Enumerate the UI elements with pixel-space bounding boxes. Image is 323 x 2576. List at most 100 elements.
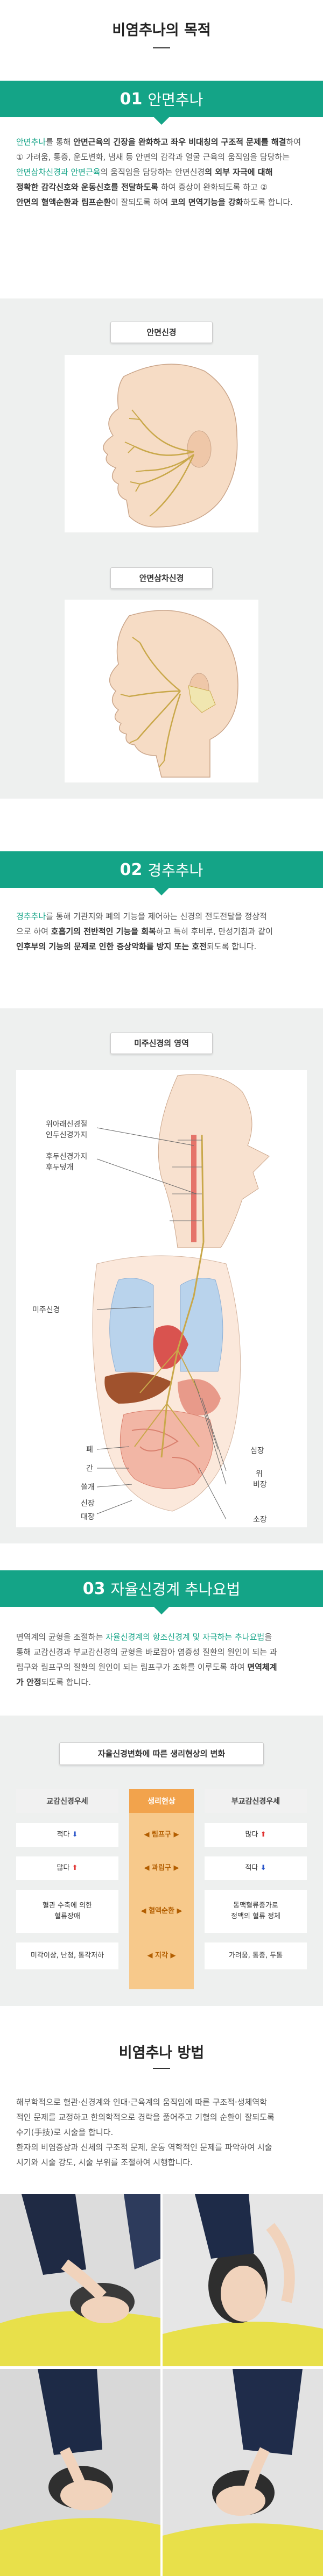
bold-text: 정확한 감각신호와 운동신호를 전달하도록	[16, 182, 159, 192]
text: 되도록 합니다.	[41, 1677, 91, 1687]
row-perception-right: 가려움, 통증, 두통	[205, 1942, 307, 1969]
section-number: 01	[120, 89, 143, 109]
text: 면역계의 균형을 조절하는	[16, 1632, 106, 1642]
header-parasympathetic: 부교감신경우세	[205, 1789, 307, 1813]
bold-text: 의 외부 자극에 대해	[205, 167, 273, 177]
bold-text: 면역체계	[247, 1662, 277, 1672]
text: 하여 증상이 완화되도록 하고 ②	[158, 182, 268, 192]
vagus-nerve-diagram: 위아래신경절 인두신경가지 후두신경가지 후두덮개 미주신경 폐 간 쓸개 신장…	[16, 1070, 307, 1527]
arrow-left-icon: ◀	[147, 1952, 153, 1960]
vagus-illustration	[92, 1074, 270, 1520]
arrow-left-icon: ◀	[141, 1907, 146, 1915]
row-granulocyte-right: 적다 ⬇	[205, 1856, 307, 1880]
row-granulocyte-mid: ◀ 과립구 ▶	[129, 1856, 194, 1880]
text: 을	[264, 1632, 272, 1642]
text: 해부학적으로 혈관·신경계와 인대·근육계의 움직임에 따른 구조적·생체역학	[16, 2097, 267, 2107]
section-arrow	[154, 1607, 169, 1614]
physiology-column-bg	[129, 1789, 194, 1989]
text: 이 잘되도록 하여	[111, 197, 171, 207]
highlight-text: 자율신경계의 항조신경계 및 자극하는 추나요법	[106, 1632, 265, 1642]
section1-description: 안면추나를 통해 안면근육의 긴장을 완화하고 좌우 비대칭의 구조적 문제를 …	[16, 134, 307, 210]
title-underline	[153, 47, 170, 48]
arrow-right-icon: ▶	[173, 1864, 179, 1872]
text: 적인 문제를 교정하고 한의학적으로 경락을 풀어주고 기혈의 순환이 잘되도록	[16, 2112, 275, 2122]
vagus-diagram-band: 미주신경의 영역	[0, 1008, 323, 1543]
row-circulation-mid: ◀ 혈액순환 ▶	[129, 1890, 194, 1933]
arrow-up-icon: ⬆	[72, 1864, 78, 1872]
label-vagus-nerve: 미주신경	[32, 1306, 60, 1314]
text: 를 통해 기관지와 폐의 기능을 제어하는 신경의 전도전달을 정상적	[46, 912, 267, 921]
section-title: 경추추나	[148, 862, 203, 879]
treatment-photo-3-image	[0, 2369, 160, 2576]
section4-description: 해부학적으로 혈관·신경계와 인대·근육계의 움직임에 따른 구조적·생체역학 …	[16, 2095, 307, 2170]
arrow-left-icon: ◀	[144, 1864, 150, 1872]
cell-text: 적다	[245, 1864, 258, 1872]
vagus-area-label: 미주신경의 영역	[110, 1033, 213, 1054]
autonomic-change-label: 자율신경변화에 따른 생리현상의 변화	[59, 1742, 264, 1765]
facial-nerve-label: 안면신경	[110, 322, 213, 343]
treatment-photo-3	[0, 2369, 160, 2576]
highlight-text: 경추추나	[16, 912, 46, 921]
row-circulation-left: 혈관 수축에 의한 혈류장애	[16, 1890, 118, 1933]
arrow-down-icon: ⬇	[72, 1831, 78, 1839]
header-physiology: 생리현상	[129, 1789, 194, 1813]
arrow-down-icon: ⬇	[260, 1864, 266, 1872]
label-liver: 간	[86, 1464, 93, 1473]
text: 시기와 시술 강도, 시술 부위를 조절하여 시행합니다.	[16, 2158, 193, 2167]
highlight-text: 안면추나	[16, 137, 46, 147]
section-arrow	[154, 888, 169, 895]
cell-text: 지각	[155, 1952, 168, 1960]
text: 립구와 림프구의 질환의 원인이 되는 림프구가 조화를 이루도록 하여	[16, 1662, 248, 1672]
row-lymphocyte-right: 많다 ⬆	[205, 1823, 307, 1847]
row-perception-mid: ◀ 지각 ▶	[129, 1942, 194, 1969]
section-header-autonomic-chuna: 03 자율신경계 추나요법	[0, 1570, 323, 1614]
text: 환자의 비염증상과 신체의 구조적 문제, 운동 역학적인 문제를 파악하여 시…	[16, 2143, 272, 2152]
page-title: 비염추나의 목적	[112, 22, 211, 39]
text: 으로 하여	[16, 927, 51, 936]
label-pharyngeal-branch: 인두신경가지	[46, 1131, 88, 1140]
label-laryngeal-branch: 후두신경가지	[46, 1152, 88, 1161]
section2-description: 경추추나를 통해 기관지와 폐의 기능을 제어하는 신경의 전도전달을 정상적 …	[16, 909, 307, 954]
header-sympathetic: 교감신경우세	[16, 1789, 118, 1813]
label-epiglottis: 후두덮개	[46, 1163, 74, 1172]
text: 통해 교감신경과 부교감신경의 균형을 바로잡아 염증성 질환의 원인이 되는 …	[16, 1647, 277, 1657]
row-lymphocyte-mid: ◀ 림프구 ▶	[129, 1823, 194, 1847]
text: 하도록 합니다.	[243, 197, 293, 207]
method-title-underline	[153, 2068, 170, 2069]
text: 하고 특히 후비루, 만성기침과 같이	[156, 927, 273, 936]
cell-text: 과립구	[152, 1864, 171, 1872]
text: 의 움직임을 담당하는 안면신경	[100, 167, 205, 177]
arrow-up-icon: ⬆	[260, 1831, 266, 1839]
label-pharynx-ganglion: 위아래신경절	[46, 1120, 88, 1129]
row-circulation-right: 동맥혈류증가로 정맥의 혈류 정체	[205, 1890, 307, 1933]
cell-text: 많다	[57, 1864, 70, 1872]
bold-text: 호흡기의 전반적인 기능을 회복	[51, 927, 156, 936]
facial-nerve-diagram	[65, 355, 258, 532]
bold-text: 인후부의 기능의 문제로 인한 증상악화를 방지 또는 호전	[16, 942, 207, 951]
arrow-left-icon: ◀	[144, 1831, 150, 1839]
text: ① 가려움, 통증, 운도변화, 냄새 등 안면의 감각과 얼굴 근육의 움직임…	[16, 152, 290, 162]
section-header-cervical-chuna: 02 경추추나	[0, 851, 323, 895]
section-number: 02	[120, 860, 143, 879]
label-heart: 심장	[250, 1447, 264, 1455]
label-stomach: 위	[256, 1470, 263, 1478]
row-perception-left: 미각이상, 난청, 통각저하	[16, 1942, 118, 1969]
treatment-photo-1-image	[0, 2194, 160, 2366]
bold-text: 안면근육의 긴장을 완화하고 좌우 비대칭의 구조적 문제를 해결	[73, 137, 286, 147]
section-title: 안면추나	[148, 91, 203, 109]
label-small-intestine: 소장	[253, 1515, 267, 1524]
text: 수기(手技)로 시술을 합니다.	[16, 2127, 114, 2137]
arrow-right-icon: ▶	[177, 1907, 182, 1915]
section-title: 자율신경계 추나요법	[110, 1581, 241, 1598]
text: 되도록 합니다.	[206, 942, 257, 951]
cell-text: 혈액순환	[149, 1907, 174, 1915]
label-kidney: 신장	[81, 1499, 95, 1508]
treatment-photo-4-image	[163, 2369, 323, 2576]
label-spleen: 비장	[253, 1481, 267, 1489]
autonomic-table-band: 자율신경변화에 따른 생리현상의 변화 교감신경우세 생리현상 부교감신경우세 …	[0, 1716, 323, 2006]
bold-text: 가 안정	[16, 1677, 41, 1687]
cell-text: 적다	[57, 1831, 70, 1839]
face-diagram-band: 안면신경 안면삼차신경	[0, 298, 323, 799]
highlight-text: 안면삼차신경과 안면근육	[16, 167, 101, 177]
